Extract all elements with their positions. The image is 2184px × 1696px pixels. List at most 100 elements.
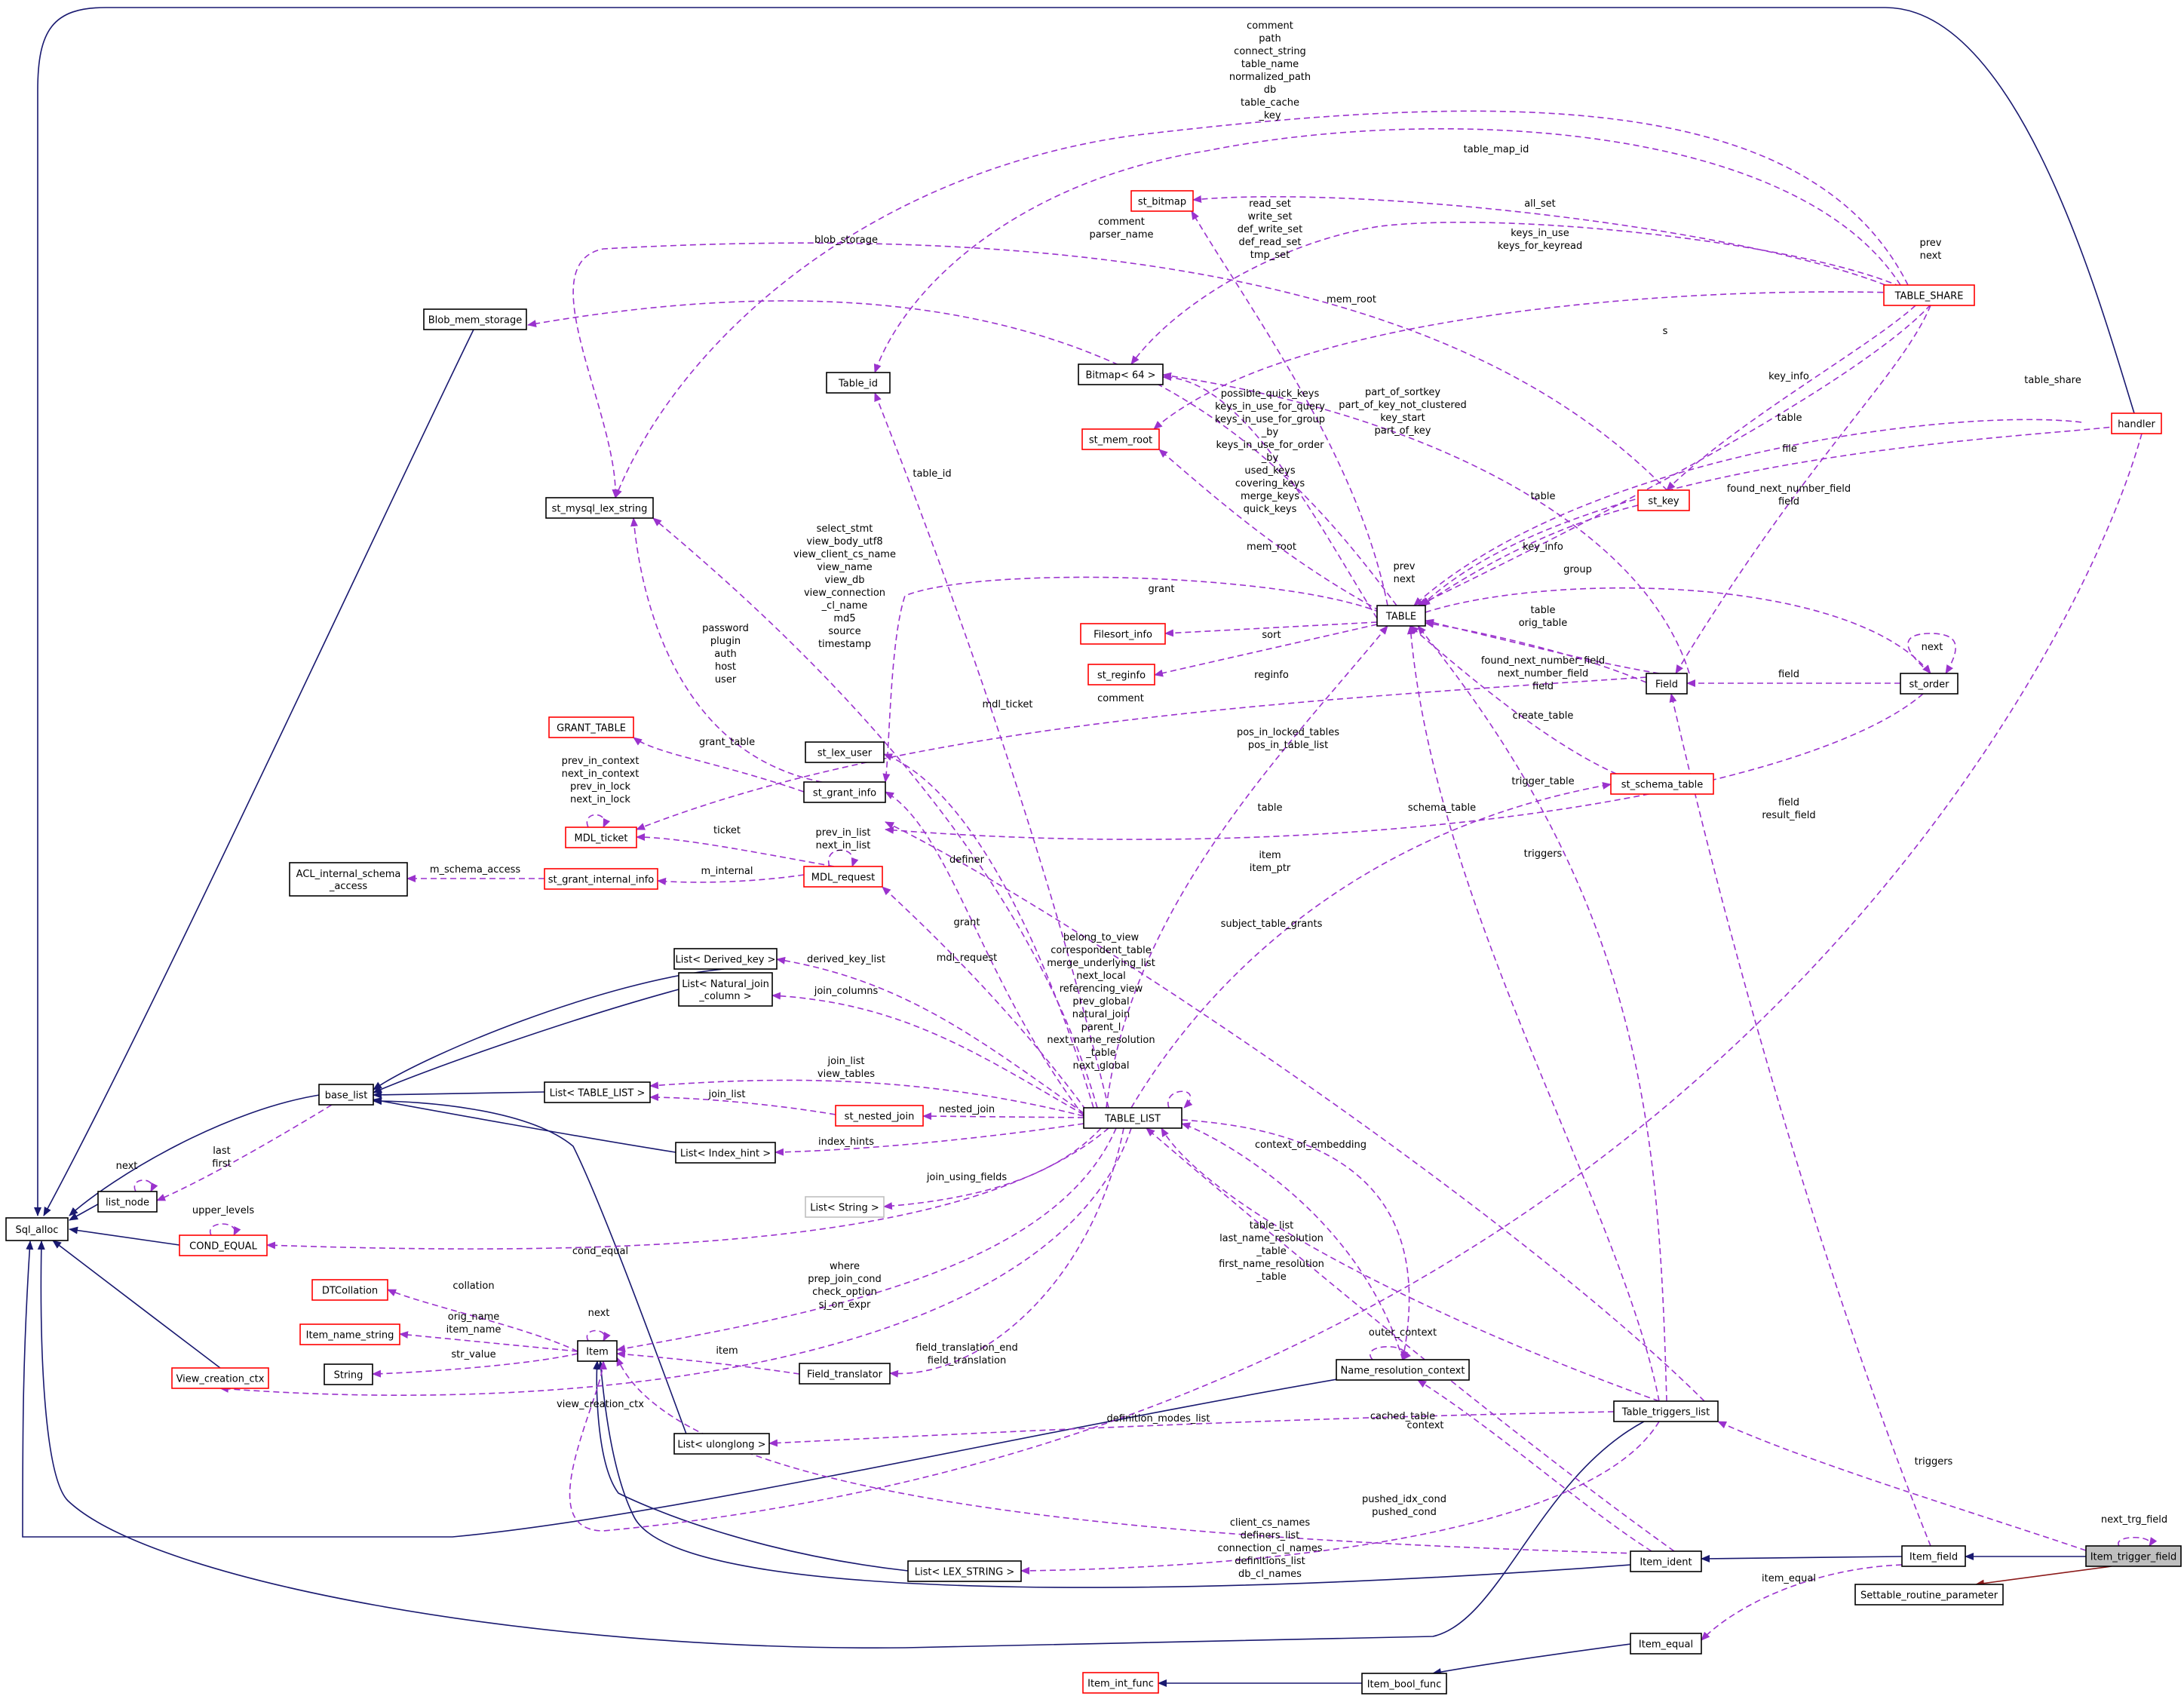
usage-edge: [1417, 625, 1667, 1402]
class-node-st-grant-info[interactable]: st_grant_info: [803, 781, 886, 803]
class-node-view-creation-ctx[interactable]: View_creation_ctx: [171, 1367, 269, 1389]
class-node-mdl-request[interactable]: MDL_request: [803, 866, 883, 888]
class-node-st-nested-join[interactable]: st_nested_join: [835, 1105, 924, 1127]
class-node-label: st_mysql_lex_string: [552, 504, 648, 515]
class-node-dtcollation[interactable]: DTCollation: [311, 1279, 388, 1301]
class-node-label: TABLE_SHARE: [1894, 291, 1964, 302]
edge-label-mdl-request: mdl_request: [937, 952, 997, 964]
class-node-st-lex-user[interactable]: st_lex_user: [805, 741, 885, 763]
inheritance-edge: [373, 1097, 676, 1153]
class-node-table-list[interactable]: TABLE_LIST: [1083, 1107, 1182, 1129]
class-node-field-translator[interactable]: Field_translator: [799, 1363, 891, 1385]
class-node-base-list[interactable]: base_list: [318, 1084, 374, 1106]
class-node-box: [545, 497, 654, 519]
class-node-list-table-list[interactable]: List< TABLE_LIST >: [544, 1081, 651, 1103]
class-node-st-key[interactable]: st_key: [1637, 489, 1690, 511]
class-node-item-equal[interactable]: Item_equal: [1630, 1633, 1702, 1655]
class-node-st-grant-internal-info[interactable]: st_grant_internal_info: [544, 868, 658, 890]
edge-label-next-list-node: next: [116, 1161, 138, 1172]
edge-label-comment-field: comment: [1097, 693, 1144, 704]
class-node-st-mysql-lex-string[interactable]: st_mysql_lex_string: [545, 497, 654, 519]
usage-edge: [1191, 210, 1388, 606]
usage-edge: [616, 1357, 1637, 1554]
class-node-list-index-hint[interactable]: List< Index_hint >: [675, 1142, 776, 1164]
class-node-grant-table[interactable]: GRANT_TABLE: [548, 716, 634, 738]
class-node-list-node[interactable]: list_node: [97, 1191, 158, 1213]
class-node-item-int-func[interactable]: Item_int_func: [1082, 1672, 1159, 1694]
class-node-label: st_key: [1648, 496, 1679, 508]
class-node-list-derived-key[interactable]: List< Derived_key >: [673, 948, 778, 970]
class-node-mdl-ticket[interactable]: MDL_ticket: [565, 827, 637, 848]
edge-label-grant-tl: grant: [954, 917, 980, 928]
class-node-bitmap64[interactable]: Bitmap< 64 >: [1078, 363, 1164, 385]
usage-edge: [636, 833, 835, 867]
class-node-st-order[interactable]: st_order: [1900, 673, 1959, 695]
class-node-box: [826, 372, 891, 394]
class-node-label: handler: [2118, 419, 2155, 431]
class-node-item-ident[interactable]: Item_ident: [1630, 1550, 1702, 1572]
class-node-box: [1900, 673, 1959, 695]
class-node-label: List< Derived_key >: [676, 955, 776, 966]
usage-edge: [768, 1411, 1615, 1447]
class-node-st-schema-table[interactable]: st_schema_table: [1610, 773, 1714, 795]
edge-label-next-order: next: [1922, 642, 1943, 653]
edge-label-mdl-ticket: mdl_ticket: [982, 699, 1032, 710]
class-node-filesort-info[interactable]: Filesort_info: [1080, 623, 1166, 645]
class-node-item[interactable]: Item: [577, 1340, 618, 1362]
class-node-label: st_schema_table: [1621, 780, 1704, 791]
class-node-box: [1336, 1359, 1470, 1381]
class-node-field[interactable]: Field: [1646, 673, 1688, 695]
class-node-item-bool-func[interactable]: Item_bool_func: [1361, 1673, 1447, 1694]
class-node-box: [299, 1323, 400, 1345]
class-node-label: list_node: [106, 1198, 149, 1209]
class-node-string[interactable]: String: [324, 1363, 373, 1385]
class-node-item-field[interactable]: Item_field: [1901, 1545, 1966, 1567]
class-node-sql-alloc[interactable]: Sql_alloc: [5, 1217, 69, 1241]
class-node-label: st_order: [1909, 679, 1949, 691]
class-node-handler[interactable]: handler: [2111, 412, 2162, 434]
class-node-list-natural-join-column[interactable]: List< Natural_join_column >: [678, 972, 773, 1007]
class-node-settable-routine-parameter[interactable]: Settable_routine_parameter: [1854, 1584, 2004, 1606]
edge-label-m-internal: m_internal: [701, 866, 753, 877]
usage-edge: [1192, 195, 1886, 286]
class-node-table-triggers-list[interactable]: Table_triggers_list: [1613, 1400, 1719, 1422]
class-node-box: [805, 1196, 885, 1218]
class-node-name-resolution-context[interactable]: Name_resolution_context: [1336, 1359, 1470, 1381]
edge-label-collation: collation: [452, 1280, 494, 1292]
edge-label-mem-root-table: mem_root: [1247, 541, 1296, 553]
usage-edge: [776, 956, 1084, 1114]
class-node-cond-equal[interactable]: COND_EQUAL: [179, 1234, 268, 1256]
class-node-blob-mem-storage[interactable]: Blob_mem_storage: [423, 308, 527, 330]
usage-edge: [586, 1330, 611, 1342]
inheritance-edge: [34, 7, 2135, 1216]
edge-label-sort: sort: [1262, 630, 1281, 641]
usage-edge: [1167, 1090, 1193, 1109]
class-node-table[interactable]: TABLE: [1376, 605, 1426, 627]
inheritance-edge: [69, 1226, 180, 1246]
edge-label-cond-equal: cond_equal: [572, 1246, 628, 1257]
class-node-box: [673, 948, 778, 970]
class-node-list-string[interactable]: List< String >: [805, 1196, 885, 1218]
class-node-item-name-string[interactable]: Item_name_string: [299, 1323, 400, 1345]
class-node-acl-internal-schema-access[interactable]: ACL_internal_schema_access: [289, 862, 408, 897]
class-node-st-reginfo[interactable]: st_reginfo: [1087, 664, 1155, 685]
class-node-st-bitmap[interactable]: st_bitmap: [1130, 190, 1194, 212]
edge-label-cached-table: cached_table: [1370, 1411, 1435, 1422]
class-node-list-ulonglong[interactable]: List< ulonglong >: [673, 1433, 770, 1455]
class-node-list-lex-string[interactable]: List< LEX_STRING >: [907, 1560, 1022, 1582]
class-node-label: Item_bool_func: [1367, 1679, 1442, 1691]
class-node-label: View_creation_ctx: [176, 1374, 265, 1385]
class-node-box: [1083, 1107, 1182, 1129]
class-node-item-trigger-field[interactable]: Item_trigger_field: [2085, 1545, 2182, 1567]
class-node-box: [1087, 664, 1155, 685]
class-node-label: COND_EQUAL: [189, 1241, 257, 1253]
class-node-table-share[interactable]: TABLE_SHARE: [1883, 284, 1975, 306]
class-node-st-mem-root[interactable]: st_mem_root: [1081, 428, 1160, 450]
class-node-table-id[interactable]: Table_id: [826, 372, 891, 394]
